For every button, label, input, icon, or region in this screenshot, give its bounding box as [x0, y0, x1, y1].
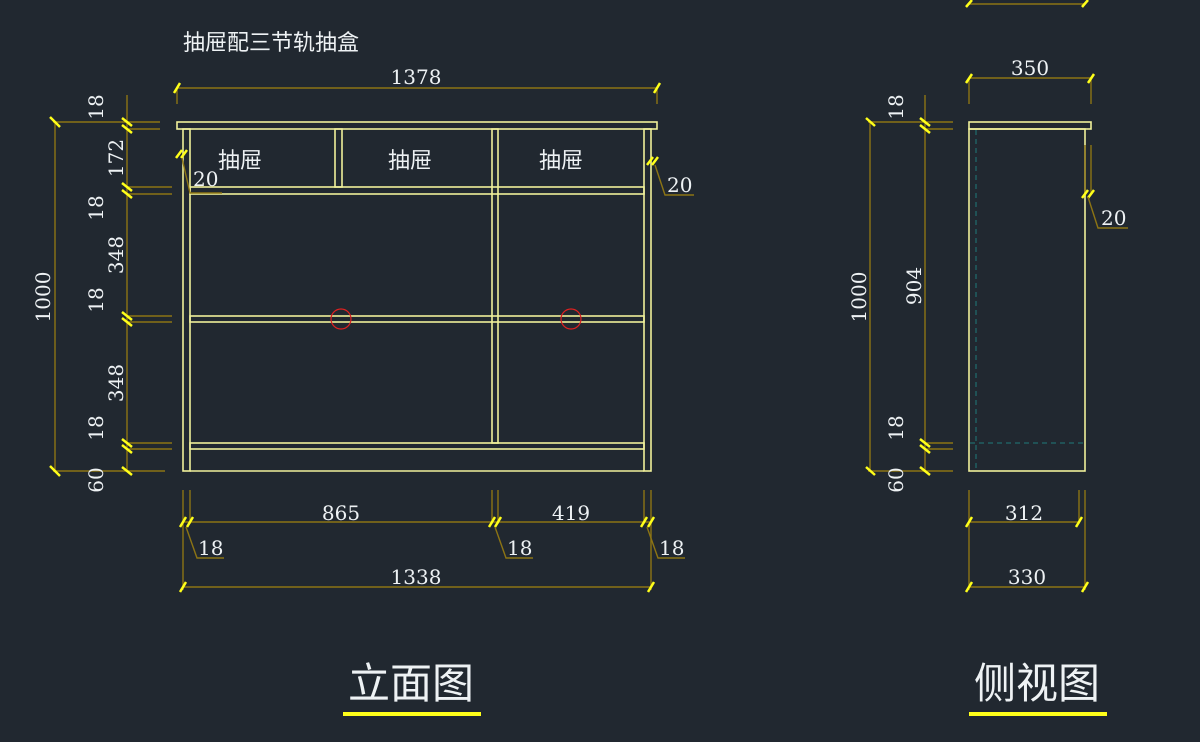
- dim-side-shelf: 18: [884, 415, 908, 440]
- drawer-label: 抽屉: [539, 149, 583, 174]
- marker-circle: [560, 308, 582, 330]
- front-view-underline: [343, 712, 481, 716]
- marker-circle: [330, 308, 352, 330]
- dim-side-top: 18: [884, 94, 908, 119]
- dim-height: 18: [84, 415, 108, 440]
- dim-inner-width: 1338: [391, 565, 442, 589]
- dim-height-total: 1000: [31, 272, 55, 323]
- dim-side-kick: 60: [884, 467, 908, 492]
- dim-height: 172: [104, 139, 128, 177]
- dim-bay-right: 419: [552, 501, 590, 525]
- front-dimension-lines: [49, 82, 694, 593]
- dim-side-height-total: 1000: [847, 272, 871, 323]
- side-view-label: 侧视图: [974, 659, 1100, 708]
- dim-depth-top: 350: [1011, 56, 1049, 80]
- drawer-label: 抽屉: [388, 149, 432, 174]
- dim-height: 18: [84, 195, 108, 220]
- side-dimension-lines: [865, 0, 1128, 593]
- dim-overall-width: 1378: [391, 65, 442, 89]
- dim-depth-body: 330: [1008, 565, 1046, 589]
- dim-depth-inner: 312: [1005, 501, 1043, 525]
- dim-bay-left: 865: [322, 501, 360, 525]
- front-view-label: 立面图: [348, 659, 474, 708]
- dim-height: 18: [84, 287, 108, 312]
- dim-panel-left: 18: [198, 536, 223, 560]
- side-view-underline: [969, 712, 1107, 716]
- dim-height: 60: [84, 467, 108, 492]
- dim-height: 18: [84, 94, 108, 119]
- drawer-label: 抽屉: [218, 149, 262, 174]
- front-view-cabinet: [176, 121, 658, 472]
- dim-height: 348: [104, 236, 128, 274]
- dim-panel-right: 18: [659, 536, 684, 560]
- dim-side-inner-height: 904: [902, 267, 926, 305]
- drawing-title: 抽屉配三节轨抽盒: [183, 31, 359, 56]
- dim-height: 348: [104, 364, 128, 402]
- dim-overhang-right: 20: [667, 173, 692, 197]
- dim-side-overhang: 20: [1101, 206, 1126, 230]
- dim-panel-mid: 18: [507, 536, 532, 560]
- dim-overhang-left: 20: [193, 167, 218, 191]
- side-view-cabinet: [968, 121, 1092, 472]
